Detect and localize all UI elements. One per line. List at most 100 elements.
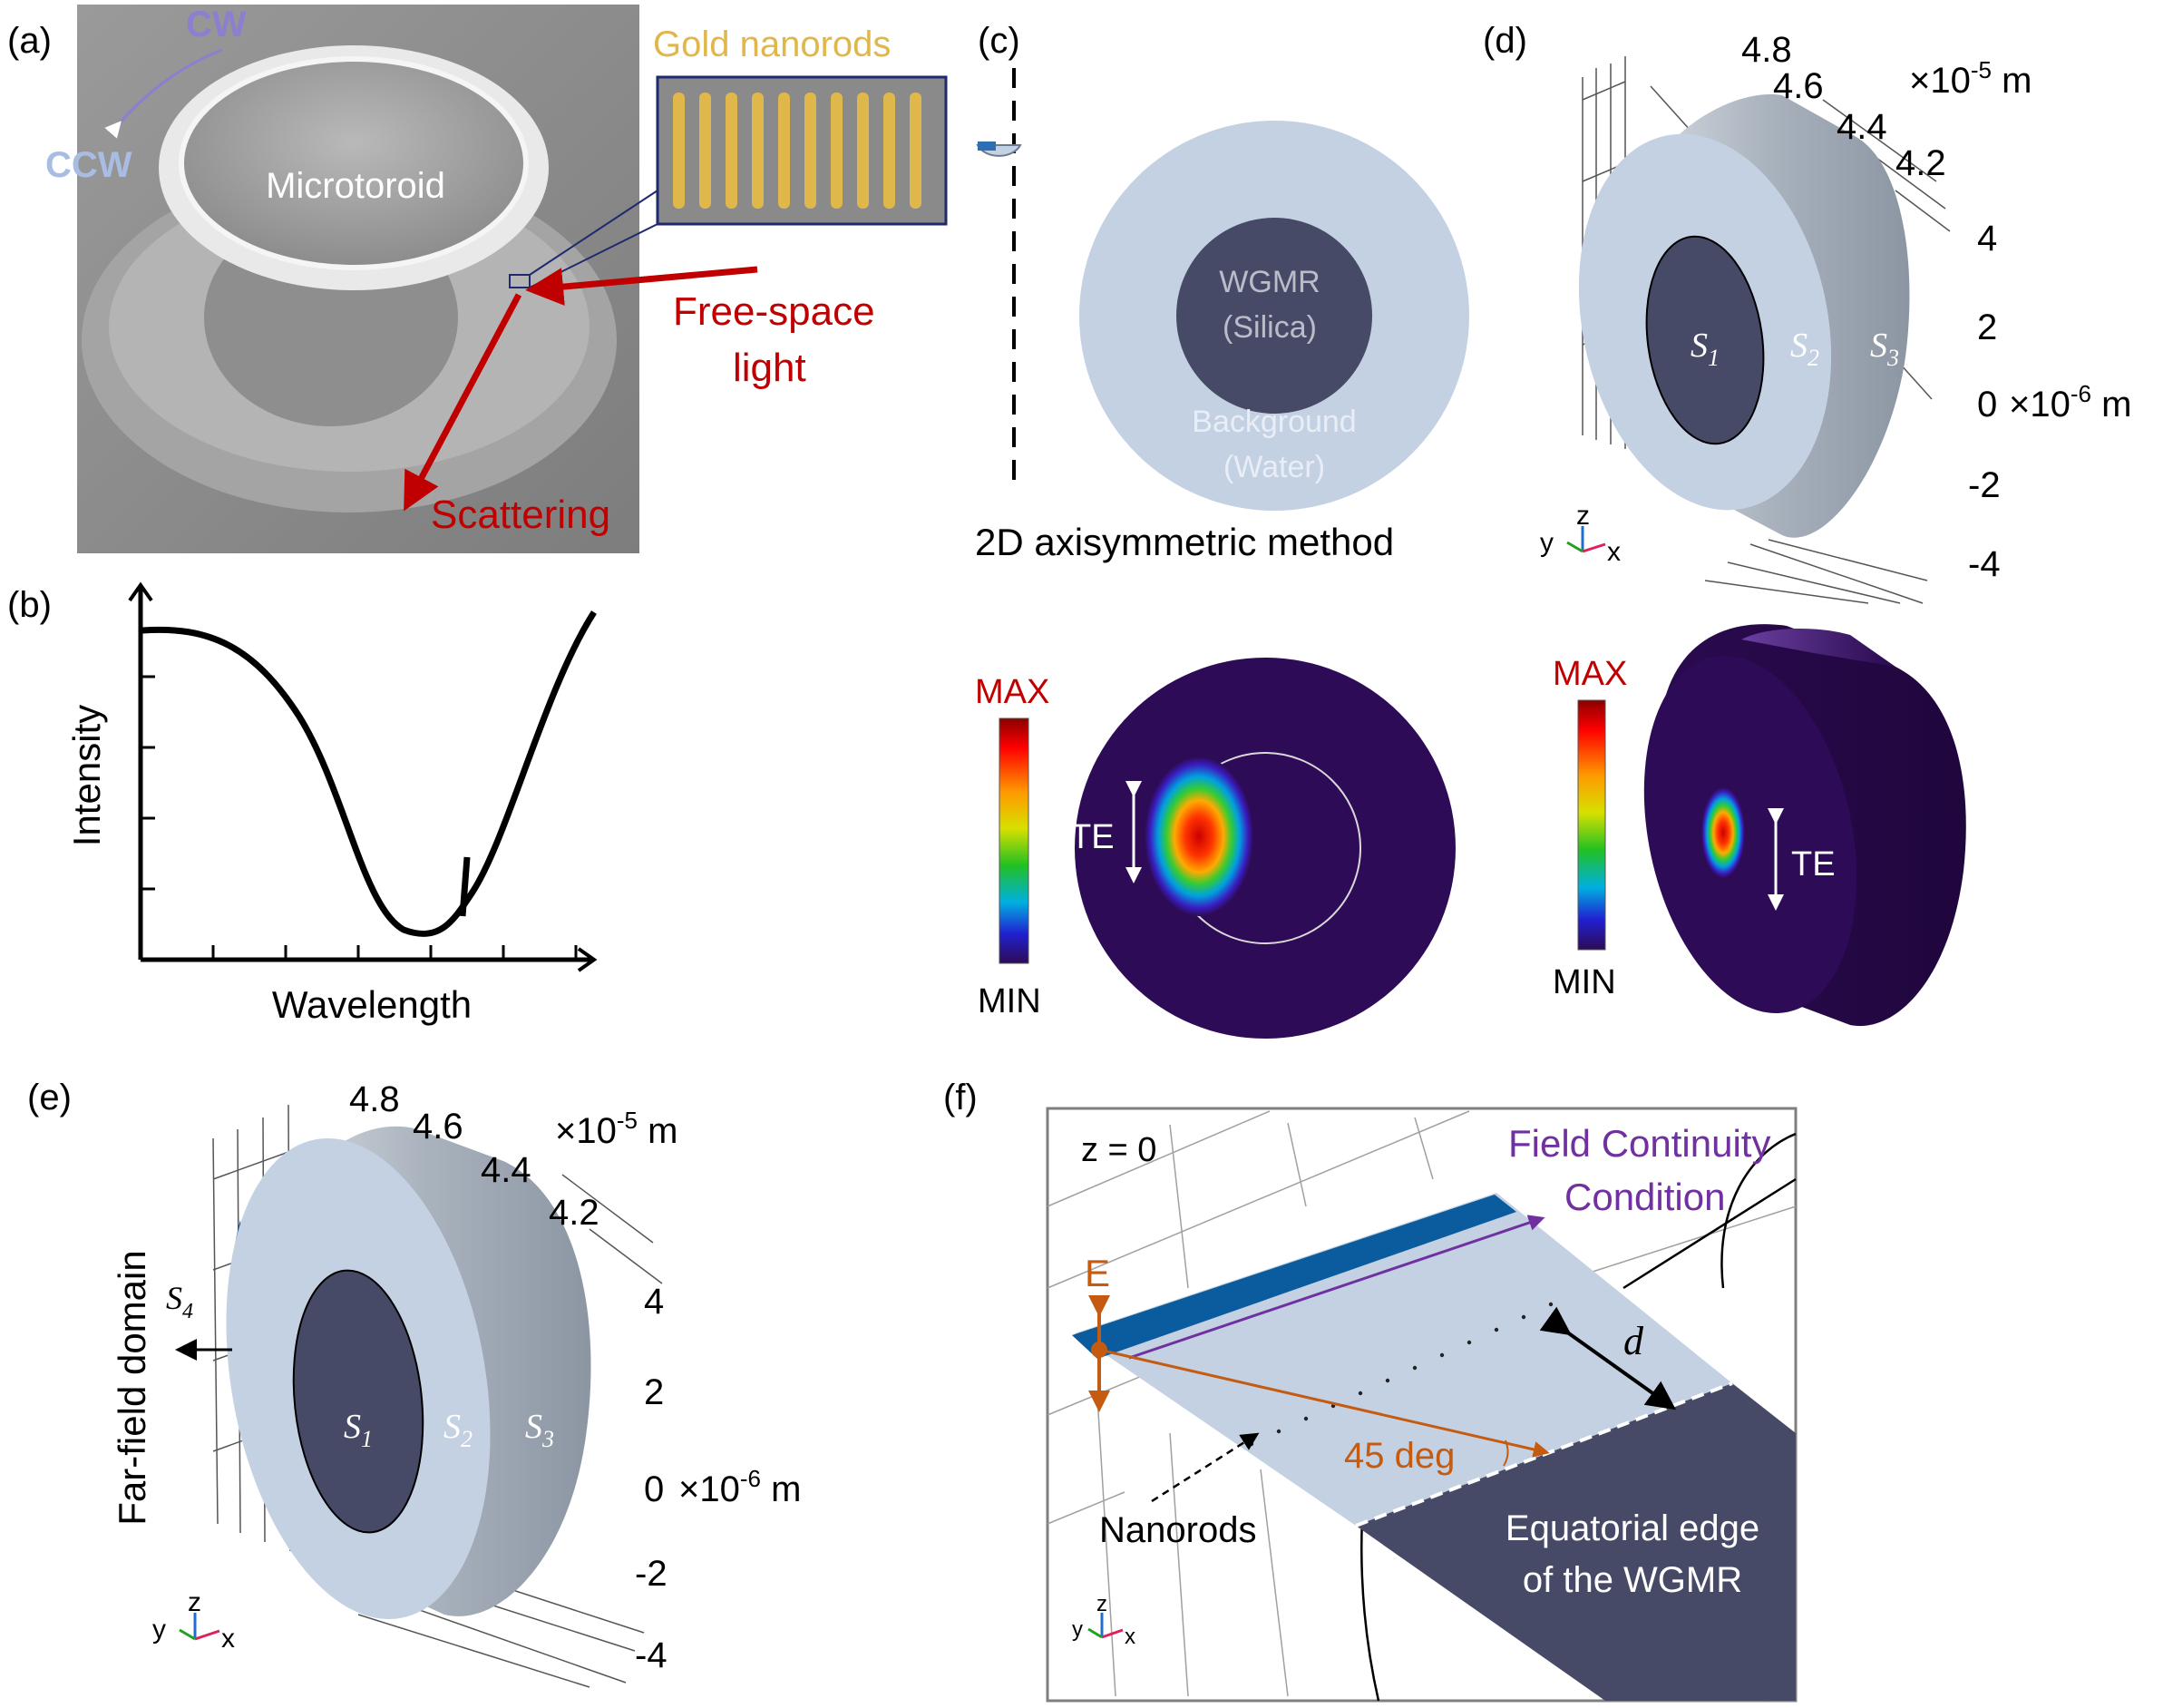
side-tick-neg4: -4	[1968, 544, 2001, 584]
gold-nanorod	[752, 93, 764, 209]
panel-c: (c) WGMR (Silica) Background (Water) 2D …	[975, 21, 1469, 1039]
intensity-curve	[141, 610, 597, 937]
panel-b-label: (b)	[7, 585, 52, 625]
colorbar-min-label: MIN	[978, 982, 1041, 1020]
nanorod-dot	[1494, 1327, 1499, 1332]
equatorial-edge-label: Equatorial edge	[1506, 1508, 1759, 1548]
resonance-dip	[459, 856, 471, 917]
svg-text:x: x	[221, 1624, 235, 1654]
wgmr-edge-region	[1356, 1383, 1796, 1701]
side-tick-neg2: -2	[1968, 465, 2001, 505]
axis-triad: z x y	[1072, 1592, 1135, 1649]
top-tick-2: 4.4	[1837, 107, 1887, 147]
field-domain	[1075, 658, 1456, 1039]
method-label: 2D axisymmetric method	[975, 521, 1394, 563]
side-unit: ×10-6 m	[678, 1465, 801, 1509]
side-tick-2: 2	[644, 1372, 664, 1412]
s4-label: S4	[166, 1280, 193, 1323]
top-tick-3: 4.2	[1895, 143, 1946, 183]
wgmr-domain	[1176, 218, 1372, 414]
gold-nanorod	[910, 93, 921, 209]
x-axis-label: Wavelength	[272, 983, 472, 1026]
top-tick-0: 4.8	[349, 1079, 400, 1119]
svg-text:x: x	[1607, 537, 1621, 567]
gold-nanorod	[699, 93, 711, 209]
side-tick-0: 0	[1977, 385, 1997, 425]
gold-nanorod	[778, 93, 790, 209]
microtoroid-label: Microtoroid	[266, 166, 445, 206]
ccw-label: CCW	[45, 145, 132, 185]
s3-label: S3	[1870, 327, 1899, 371]
side-tick-2: 2	[1977, 307, 1997, 347]
te-mode-field	[1145, 756, 1253, 916]
free-space-label: Free-space	[673, 289, 875, 334]
silica-label: (Silica)	[1223, 310, 1317, 345]
nanorods-label: Nanorods	[1099, 1510, 1256, 1550]
top-unit: ×10-5 m	[555, 1107, 677, 1151]
te-label: TE	[1791, 845, 1836, 883]
panel-a: (a) Microtoroid CW CCW Gold nanorods Fre…	[7, 5, 948, 553]
d-label: d	[1623, 1319, 1644, 1363]
panel-a-label: (a)	[7, 21, 52, 61]
side-tick-neg4: -4	[635, 1635, 667, 1675]
top-tick-3: 4.2	[549, 1193, 599, 1233]
incident-direction-arrow	[1098, 1348, 1550, 1458]
s2-label: S2	[1790, 327, 1819, 371]
nanorod-dot	[1412, 1365, 1418, 1371]
svg-text:z: z	[1576, 501, 1590, 531]
d-arrow	[1539, 1306, 1677, 1410]
s2-label: S2	[443, 1408, 473, 1452]
nanorod-dot	[1385, 1378, 1390, 1383]
side-tick-4: 4	[1977, 219, 1997, 259]
far-field-label: Far-field domain	[111, 1250, 153, 1525]
scattering-arrow	[404, 293, 522, 512]
colorbar	[999, 717, 1029, 964]
wgmr-label: WGMR	[1219, 265, 1320, 299]
nanorods-pointer	[1151, 1432, 1260, 1503]
te-label: TE	[1070, 818, 1115, 856]
top-tick-2: 4.4	[481, 1150, 531, 1190]
nanorod-dot	[1548, 1302, 1554, 1307]
panel-d-label: (d)	[1483, 21, 1527, 61]
colorbar-min-label: MIN	[1553, 963, 1616, 1001]
angle-arc	[1503, 1440, 1509, 1467]
condition-label: Condition	[1564, 1176, 1725, 1218]
gold-nanorod-array	[673, 93, 921, 209]
te-mode-field	[1701, 787, 1745, 878]
scattering-label: Scattering	[431, 493, 610, 537]
panel-f: (f) d	[943, 1078, 1798, 1703]
svg-text:z: z	[188, 1587, 201, 1617]
excitation-strip	[1072, 1195, 1516, 1359]
s1-label: S1	[1691, 327, 1720, 371]
colorbar-max-label: MAX	[1553, 655, 1627, 693]
panel-c-label: (c)	[978, 21, 1020, 61]
angle-label: 45 deg	[1344, 1436, 1455, 1476]
nanorod-dot	[1249, 1441, 1254, 1447]
y-axis-label: Intensity	[65, 705, 108, 846]
side-unit: ×10-6 m	[2009, 380, 2131, 425]
gold-nanorod	[857, 93, 869, 209]
gold-nanorod	[673, 93, 685, 209]
cw-label: CW	[186, 5, 247, 44]
gold-nanorods-label: Gold nanorods	[653, 24, 891, 64]
axis-triad: z x y	[1540, 501, 1621, 567]
colorbar-max-label: MAX	[975, 673, 1049, 711]
colorbar	[1577, 699, 1606, 951]
svg-text:x: x	[1125, 1625, 1135, 1649]
side-tick-neg2: -2	[635, 1554, 667, 1594]
panel-e-label: (e)	[27, 1078, 72, 1118]
nanorod-dot	[1439, 1352, 1445, 1358]
water-label: (Water)	[1223, 450, 1325, 484]
top-tick-1: 4.6	[413, 1107, 463, 1147]
axis-ticks	[141, 675, 578, 960]
panel-b: (b) Intensity Wavelength	[7, 581, 598, 1026]
nanorod-dot	[1358, 1391, 1363, 1396]
field-continuity-arrow	[1128, 1215, 1545, 1360]
svg-text:y: y	[1072, 1617, 1083, 1642]
s1-region	[292, 1269, 424, 1534]
top-tick-1: 4.6	[1773, 66, 1824, 106]
svg-text:z: z	[1096, 1592, 1107, 1616]
gold-nanorod	[726, 93, 737, 209]
of-the-wgmr-label: of the WGMR	[1523, 1560, 1742, 1600]
s3-label: S3	[525, 1408, 554, 1452]
